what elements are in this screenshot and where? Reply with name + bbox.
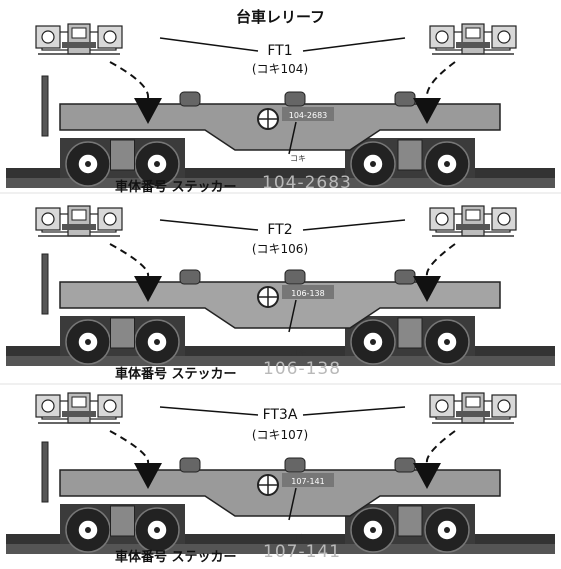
- sticker-label-1: 車体番号 ステッカー: [115, 180, 237, 195]
- bogie-code-ft2: FT2: [267, 222, 293, 238]
- sticker-number-1: 104-2683: [262, 173, 352, 193]
- bogie-relief-left-3: [35, 392, 123, 424]
- wagon-1: 104-2683: [6, 75, 555, 188]
- diagram-title: 台車レリーフ: [235, 8, 326, 26]
- car-body-number-2: 106-138: [291, 289, 324, 298]
- callout-lines: [109, 219, 456, 302]
- sticker-number-2: 106-138: [263, 359, 342, 379]
- arrowhead-left: [134, 98, 162, 124]
- sticker-label-2: 車体番号 ステッカー: [115, 367, 237, 382]
- sticker-number-3: 107-141: [263, 542, 342, 562]
- car-body-number-3: 107-141: [291, 477, 324, 486]
- callout-lines: [109, 37, 456, 124]
- car-model-ft2: (コキ106): [251, 242, 309, 256]
- bogie-relief-right-3: [429, 392, 517, 424]
- wagon-2: 106-138: [6, 253, 555, 366]
- bogie-code-ft1: FT1: [267, 43, 293, 59]
- bogie-code-ft3a: FT3A: [262, 407, 298, 423]
- callout-lines: [109, 406, 456, 489]
- arrowhead-right: [413, 463, 441, 489]
- bogie-relief-right-2: [429, 205, 517, 237]
- arrowhead-left: [134, 463, 162, 489]
- koki-annotation-3: コキ: [290, 533, 306, 542]
- arrowhead-left: [134, 276, 162, 302]
- bogie-relief-right-1: [429, 23, 517, 55]
- sticker-label-3: 車体番号 ステッカー: [115, 550, 237, 565]
- bogie-relief-left-2: [35, 205, 123, 237]
- koki-annotation-2: コキ: [290, 348, 306, 357]
- car-model-ft1: (コキ104): [251, 62, 309, 76]
- wagon-3: 107-141: [6, 441, 555, 554]
- bogie-relief-left-1: [35, 23, 123, 55]
- arrowhead-right: [413, 98, 441, 124]
- koki-annotation-1: コキ: [290, 154, 306, 163]
- car-model-ft3a: (コキ107): [251, 428, 309, 442]
- car-body-number-1: 104-2683: [289, 111, 328, 120]
- arrowhead-right: [413, 276, 441, 302]
